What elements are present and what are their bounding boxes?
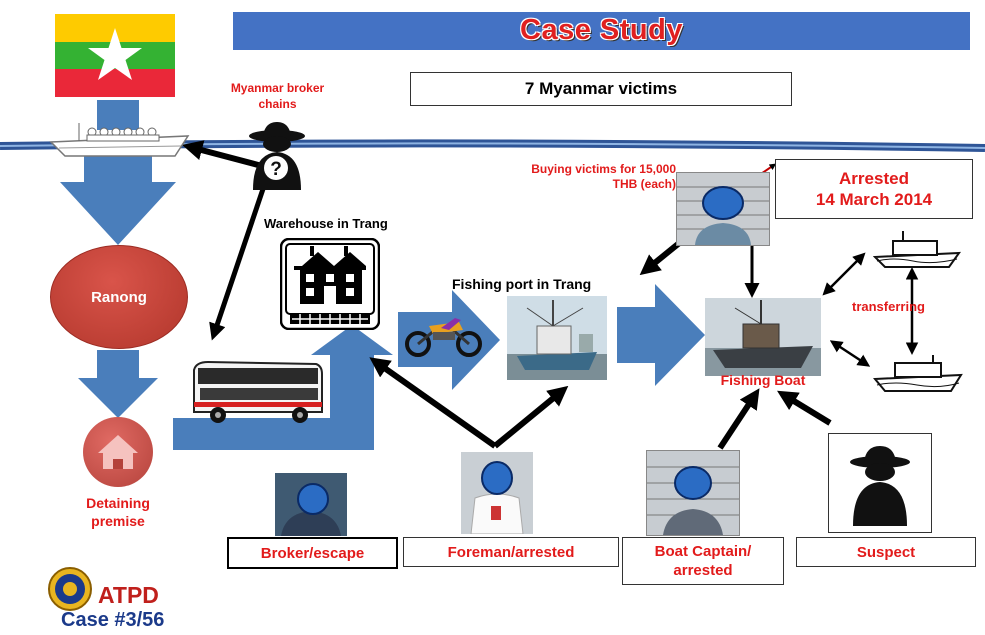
arrow-captain-to-boat <box>717 388 760 450</box>
buying-label: Buying victims for 15,000 THB (each) <box>531 162 676 191</box>
captain-label: Boat Captain/ arrested <box>654 543 752 579</box>
broker-label: Broker/escape <box>260 544 365 562</box>
arrow-spy-to-boat <box>182 140 263 169</box>
arrow-foreman-to-warehouse <box>369 357 497 449</box>
broker-chain-label: Myanmar broker chains <box>230 81 325 111</box>
title-banner <box>233 12 970 50</box>
arrow-transfer-top <box>822 252 866 296</box>
spy-icon: ? <box>245 120 310 190</box>
victims-box: 7 Myanmar victims <box>410 72 792 106</box>
transfer-boat-top-icon <box>872 231 962 271</box>
house-circle-icon <box>83 417 153 487</box>
ranong-label: Ranong <box>91 288 147 306</box>
port-photo-icon <box>507 296 607 380</box>
boat-icon <box>47 118 192 160</box>
house-icon <box>279 237 381 331</box>
badge-icon <box>47 566 93 612</box>
detaining-label: Detaining premise <box>86 495 150 529</box>
suspect-label-box: Suspect <box>796 537 976 567</box>
foreman-photo <box>461 452 533 534</box>
captain-label-box: Boat Captain/ arrested <box>622 537 784 585</box>
fishing-boat-photo <box>705 298 821 376</box>
broker-photo <box>275 473 347 536</box>
motorbike-icon <box>403 310 485 358</box>
arrow-spy-to-bus <box>209 185 267 341</box>
flow-arrow-down-2 <box>78 350 158 418</box>
logo-text: ATPD <box>98 582 159 608</box>
victims-label: 7 Myanmar victims <box>524 79 678 98</box>
arrested-date: 14 March 2014 <box>815 190 933 209</box>
flow-arrow-right-boat <box>617 284 705 386</box>
svg-text:?: ? <box>270 159 282 180</box>
flow-bar-flag <box>97 100 139 130</box>
transfer-boat-bottom-icon <box>872 355 963 395</box>
page-title: Case Study <box>520 14 683 46</box>
ranong-circle: Ranong <box>50 245 188 349</box>
fishing-boat-label: Fishing Boat <box>720 372 806 388</box>
suspect-label: Suspect <box>856 543 916 561</box>
broker-label-box: Broker/escape <box>227 537 398 569</box>
foreman-label: Foreman/arrested <box>447 543 575 561</box>
arrow-foreman-to-port <box>493 385 569 449</box>
arrow-suspect-to-boat <box>777 390 832 426</box>
transferring-label: transferring <box>852 299 925 314</box>
suspect-spy-icon <box>828 433 932 533</box>
flow-arrow-down-1 <box>60 156 176 245</box>
bus-icon <box>188 360 325 426</box>
myanmar-flag-icon <box>55 14 175 97</box>
warehouse-label: Warehouse in Trang <box>264 216 388 231</box>
flow-arrow-up-warehouse <box>173 325 393 450</box>
captain-photo <box>646 450 740 536</box>
buyer-photo <box>676 172 770 246</box>
arrested-box: Arrested 14 March 2014 <box>775 159 973 219</box>
fishing-port-label: Fishing port in Trang <box>452 276 592 292</box>
arrested-line1: Arrested <box>839 169 909 188</box>
arrow-transfer-bottom <box>829 340 871 367</box>
case-number: Case #3/56 <box>61 609 165 631</box>
foreman-label-box: Foreman/arrested <box>403 537 619 567</box>
